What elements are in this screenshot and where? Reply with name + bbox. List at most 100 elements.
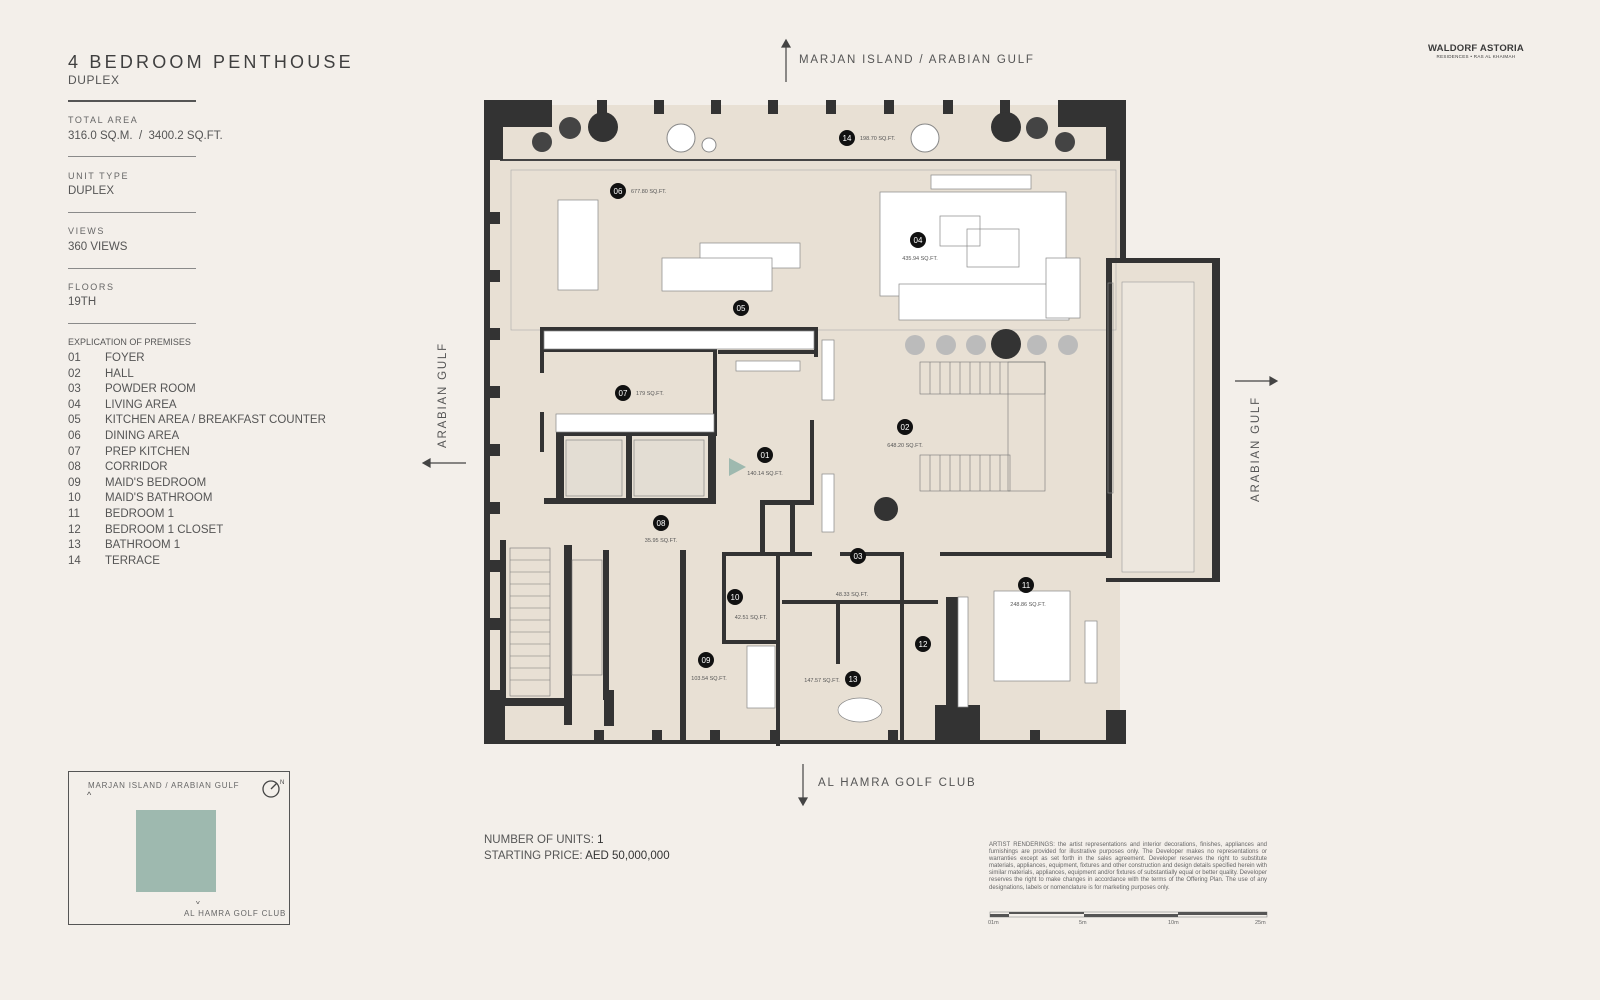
room-number: 07 bbox=[619, 389, 628, 398]
premises-number: 02 bbox=[68, 367, 81, 380]
premises-name: MAID'S BEDROOM bbox=[105, 476, 207, 489]
premises-number: 06 bbox=[68, 429, 81, 442]
price-value: AED 50,000,000 bbox=[585, 849, 670, 862]
premises-number: 10 bbox=[68, 492, 81, 505]
room-marker bbox=[727, 589, 743, 605]
premises-number: 08 bbox=[68, 461, 81, 474]
premises-name: LIVING AREA bbox=[105, 398, 177, 411]
room-number: 13 bbox=[849, 675, 858, 684]
total-area-label: TOTAL AREA bbox=[68, 115, 139, 125]
premises-number: 04 bbox=[68, 398, 81, 411]
scale-bar bbox=[989, 911, 1268, 918]
room-area: 435.94 SQ.FT. bbox=[902, 256, 938, 262]
premises-number: 12 bbox=[68, 523, 81, 536]
premises-name: KITCHEN AREA / BREAKFAST COUNTER bbox=[105, 414, 326, 427]
premises-item: 02 HALL bbox=[68, 367, 326, 383]
premises-item: 04 LIVING AREA bbox=[68, 398, 326, 414]
room-number: 11 bbox=[1022, 581, 1031, 590]
room-area: 42.51 SQ.FT. bbox=[735, 615, 768, 621]
premises-name: PREP KITCHEN bbox=[105, 445, 190, 458]
room-number: 01 bbox=[761, 451, 770, 460]
premises-name: POWDER ROOM bbox=[105, 383, 196, 396]
room-area: 140.14 SQ.FT. bbox=[747, 471, 783, 477]
page-title: 4 BEDROOM PENTHOUSE bbox=[68, 52, 354, 72]
key-plan-south-label: AL HAMRA GOLF CLUB bbox=[184, 909, 287, 918]
unit-type-value: DUPLEX bbox=[68, 185, 115, 197]
divider bbox=[68, 100, 196, 102]
units-value: 1 bbox=[597, 834, 604, 846]
sales-info: NUMBER OF UNITS: 1 STARTING PRICE: AED 5… bbox=[484, 833, 670, 864]
scale-label: 10m bbox=[1168, 920, 1179, 926]
room-area: 248.86 SQ.FT. bbox=[1010, 602, 1046, 608]
room-area: 35.95 SQ.FT. bbox=[645, 538, 678, 544]
views-label: VIEWS bbox=[68, 226, 106, 236]
room-marker bbox=[850, 548, 866, 564]
key-plan-north-label: MARJAN ISLAND / ARABIAN GULF bbox=[88, 781, 240, 790]
premises-number: 13 bbox=[68, 539, 81, 552]
terrace-furniture bbox=[532, 112, 1078, 521]
premises-name: TERRACE bbox=[105, 554, 160, 567]
room-marker bbox=[910, 232, 926, 248]
room-area: 147.57 SQ.FT. bbox=[804, 678, 840, 684]
room-number: 05 bbox=[737, 304, 746, 313]
premises-number: 01 bbox=[68, 352, 81, 364]
compass-icon: N bbox=[262, 780, 284, 798]
room-marker bbox=[733, 300, 749, 316]
room-area: 198.70 SQ.FT. bbox=[860, 136, 896, 142]
room-marker bbox=[897, 419, 913, 435]
direction-south: AL HAMRA GOLF CLUB bbox=[818, 777, 977, 789]
unit-location bbox=[136, 810, 216, 892]
room-area: 648.20 SQ.FT. bbox=[887, 443, 923, 449]
logo-sub: RESIDENCES • RAS AL KHAIMAH bbox=[1436, 54, 1516, 59]
total-area-value: 316.0 SQ.M. / 3400.2 SQ.FT. bbox=[68, 130, 223, 142]
premises-number: 03 bbox=[68, 383, 81, 396]
premises-item: 12 BEDROOM 1 CLOSET bbox=[68, 523, 326, 539]
premises-item: 14 TERRACE bbox=[68, 554, 326, 570]
entry-marker-icon bbox=[729, 458, 746, 476]
arrow-icons bbox=[421, 38, 1279, 807]
room-number: 14 bbox=[843, 134, 852, 143]
room-area: 48.33 SQ.FT. bbox=[836, 592, 869, 598]
premises-item: 09 MAID'S BEDROOM bbox=[68, 476, 326, 492]
divider bbox=[68, 268, 196, 269]
premises-number: 14 bbox=[68, 554, 81, 567]
room-area: 677.80 SQ.FT. bbox=[631, 189, 667, 195]
room-number: 02 bbox=[901, 423, 910, 432]
premises-name: MAID'S BATHROOM bbox=[105, 492, 213, 505]
premises-item: 03 POWDER ROOM bbox=[68, 382, 326, 398]
premises-number: 09 bbox=[68, 476, 81, 489]
scale-label: 01m bbox=[988, 920, 999, 926]
key-plan: MARJAN ISLAND / ARABIAN GULF ^ ^ AL HAMR… bbox=[68, 771, 290, 925]
room-number: 04 bbox=[914, 236, 923, 245]
scale-label: 25m bbox=[1255, 920, 1266, 926]
premises-number: 11 bbox=[68, 507, 80, 520]
room-area: 179 SQ.FT. bbox=[636, 391, 664, 397]
scale-label: 5m bbox=[1079, 920, 1087, 926]
premises-item: 13 BATHROOM 1 bbox=[68, 538, 326, 554]
premises-name: HALL bbox=[105, 367, 134, 380]
room-marker bbox=[839, 130, 855, 146]
floors-label: FLOORS bbox=[68, 282, 115, 292]
room-number: 09 bbox=[702, 656, 711, 665]
premises-item: 10 MAID'S BATHROOM bbox=[68, 491, 326, 507]
chevron-down-icon: ^ bbox=[196, 896, 200, 905]
premises-name: BEDROOM 1 CLOSET bbox=[105, 523, 224, 536]
units-label: NUMBER OF UNITS: bbox=[484, 834, 594, 846]
views-value: 360 VIEWS bbox=[68, 241, 128, 253]
premises-title: EXPLICATION OF PREMISES bbox=[68, 337, 191, 347]
premises-name: BATHROOM 1 bbox=[105, 539, 181, 552]
room-area: 103.54 SQ.FT. bbox=[691, 676, 727, 682]
room-marker bbox=[845, 671, 861, 687]
room-marker bbox=[1018, 577, 1034, 593]
premises-name: FOYER bbox=[105, 352, 145, 364]
price-label: STARTING PRICE: bbox=[484, 849, 583, 862]
room-marker bbox=[698, 652, 714, 668]
room-number: 06 bbox=[614, 187, 623, 196]
logo-main: WALDORF ASTORIA bbox=[1428, 43, 1524, 54]
room-marker bbox=[915, 636, 931, 652]
floors-value: 19TH bbox=[68, 296, 97, 308]
